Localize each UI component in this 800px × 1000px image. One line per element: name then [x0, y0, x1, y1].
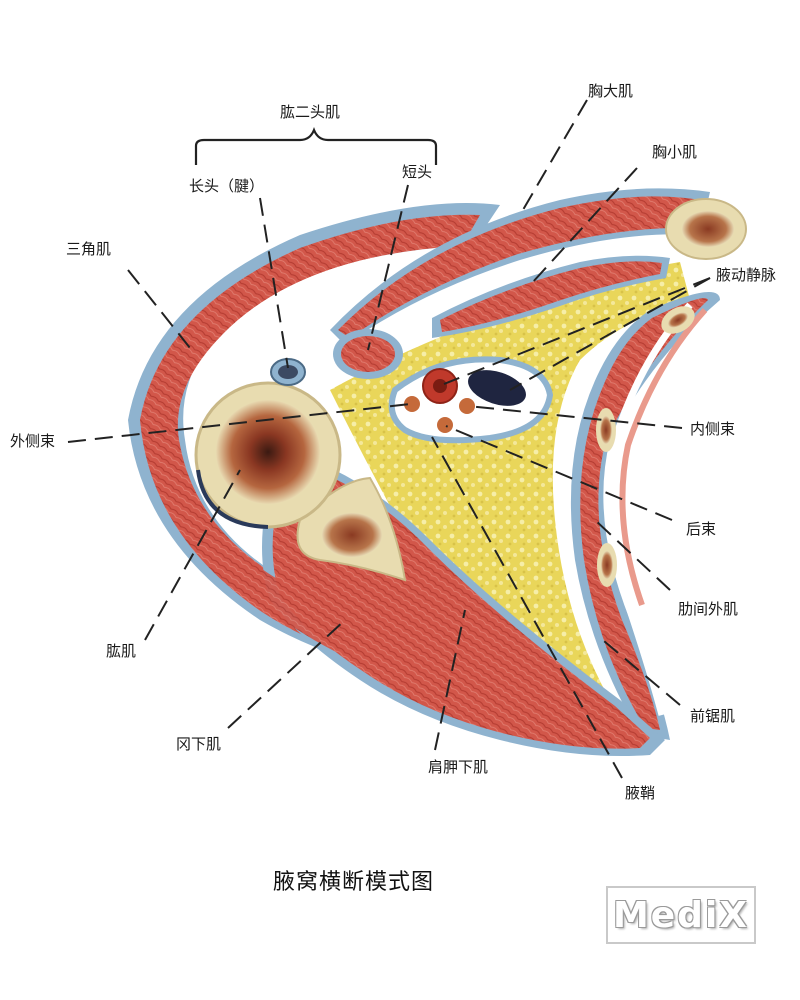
label-lateral-cord: 外侧束 [10, 432, 56, 450]
pec-minor-muscle [440, 261, 662, 332]
leader-lateral-cord [67, 403, 411, 443]
leader-ext-intercostal [594, 519, 671, 591]
leader-lines [67, 99, 711, 779]
rib-3-core [601, 551, 613, 579]
label-axillary-sheath: 腋鞘 [625, 784, 656, 802]
label-pec-major: 胸大肌 [588, 82, 634, 100]
humerus-marrow [216, 400, 320, 504]
label-biceps: 肱二头肌 [280, 103, 341, 121]
rib-2-core [600, 416, 612, 444]
label-deltoid: 三角肌 [66, 240, 112, 258]
label-pec-minor: 胸小肌 [652, 143, 698, 161]
label-serratus: 前锯肌 [690, 707, 736, 725]
serratus-muscle [580, 298, 708, 730]
lateral-cord [404, 396, 420, 412]
leader-serratus [597, 635, 681, 706]
medix-watermark-logo: MediX [606, 886, 756, 944]
leader-long-head [259, 197, 289, 369]
rib-band [605, 302, 693, 716]
long-head-core [278, 365, 298, 379]
axillary-vein [468, 370, 526, 406]
rib-1-core [668, 312, 688, 328]
label-subscapularis: 肩胛下肌 [428, 758, 489, 776]
leader-infraspinatus [227, 619, 346, 729]
deltoid-muscle [140, 214, 480, 655]
label-ext-intercostal: 肋间外肌 [678, 600, 739, 618]
leader-medial-cord [467, 405, 683, 429]
infraspinatus-muscle [250, 560, 560, 720]
pec-major-tendon-core [682, 211, 734, 247]
biceps-bracket [194, 127, 438, 165]
label-humerus: 肱肌 [106, 642, 137, 660]
posterior-cord [437, 417, 453, 433]
leader-pec-major [519, 99, 588, 216]
short-head-muscle [341, 336, 395, 372]
medial-cord [459, 398, 475, 414]
label-long-head: 长头（腱） [189, 177, 265, 195]
leader-deltoid [127, 269, 191, 349]
rib-band-inner [619, 307, 708, 606]
label-axillary-vessels: 腋动静脉 [716, 266, 777, 284]
leader-axillary-vessels-2 [509, 277, 711, 391]
leader-posterior-cord [445, 425, 673, 521]
pec-major-muscle [338, 196, 700, 338]
scapula-marrow [322, 513, 382, 557]
leader-humerus [144, 469, 241, 641]
leader-short-head [367, 184, 409, 351]
label-short-head: 短头 [402, 163, 433, 181]
leader-axillary-vessels [443, 277, 711, 385]
leader-axillary-sheath [431, 436, 623, 779]
leader-subscapularis [434, 609, 466, 751]
figure-title: 腋窝横断模式图 [273, 870, 435, 895]
humerus-shadow [196, 469, 269, 529]
label-infraspinatus: 冈下肌 [176, 735, 222, 753]
label-medial-cord: 内侧束 [690, 420, 736, 438]
label-posterior-cord: 后束 [686, 520, 717, 538]
axillary-artery-lumen [433, 379, 447, 393]
